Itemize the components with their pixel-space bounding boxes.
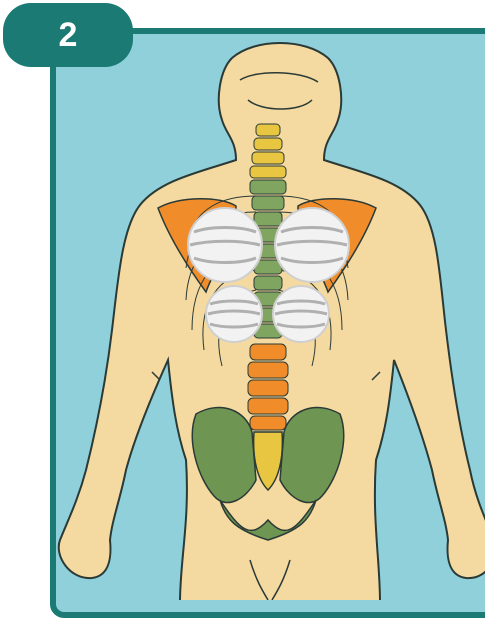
massage-ball-icon <box>188 208 262 282</box>
massage-ball-icon <box>273 286 329 342</box>
lumbar-spine <box>248 344 288 430</box>
massage-ball-icon <box>275 208 349 282</box>
massage-ball-icon <box>206 286 262 342</box>
human-back-illustration <box>0 0 485 602</box>
